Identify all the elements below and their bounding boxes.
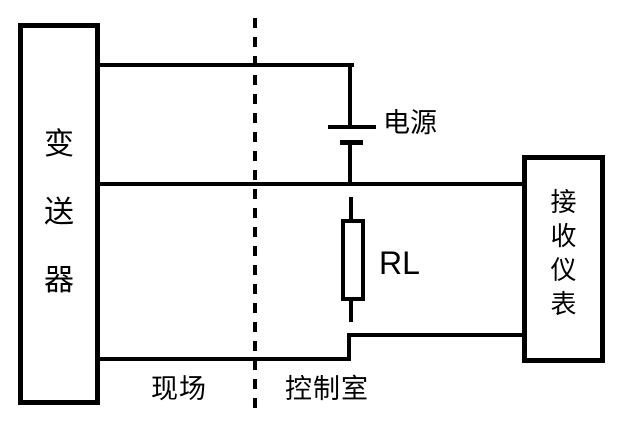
field-zone-label: 现场 — [151, 374, 207, 404]
wire-step-horizontal — [349, 333, 522, 337]
field-control-boundary-dashed-line — [253, 18, 257, 410]
resistor-lead-top — [349, 197, 353, 219]
receiver-label-char: 表 — [550, 290, 577, 319]
battery-positive-plate — [328, 125, 376, 129]
transmitter-label-char: 送 — [44, 196, 74, 229]
load-resistor-label: RL — [379, 245, 420, 281]
battery-wire-upper — [348, 63, 352, 125]
transmitter-box: 变 送 器 — [18, 23, 100, 405]
receiver-label-char: 收 — [550, 222, 577, 251]
control-room-zone-label: 控制室 — [285, 374, 369, 404]
resistor-lead-bottom — [349, 301, 353, 322]
wire-bottom — [98, 357, 351, 361]
resistor-body — [341, 219, 365, 301]
wire-middle — [98, 182, 522, 186]
battery-negative-plate — [340, 140, 363, 145]
receiver-instrument-box: 接 收 仪 表 — [522, 155, 605, 363]
wire-top — [98, 63, 354, 67]
transmitter-label-char: 器 — [44, 264, 74, 297]
wire-step-vertical — [347, 333, 351, 361]
receiver-label-char: 接 — [550, 188, 577, 217]
receiver-label-char: 仪 — [550, 256, 577, 285]
transmitter-label-char: 变 — [44, 128, 74, 161]
power-supply-label: 电源 — [383, 108, 437, 138]
battery-wire-lower — [348, 145, 352, 183]
